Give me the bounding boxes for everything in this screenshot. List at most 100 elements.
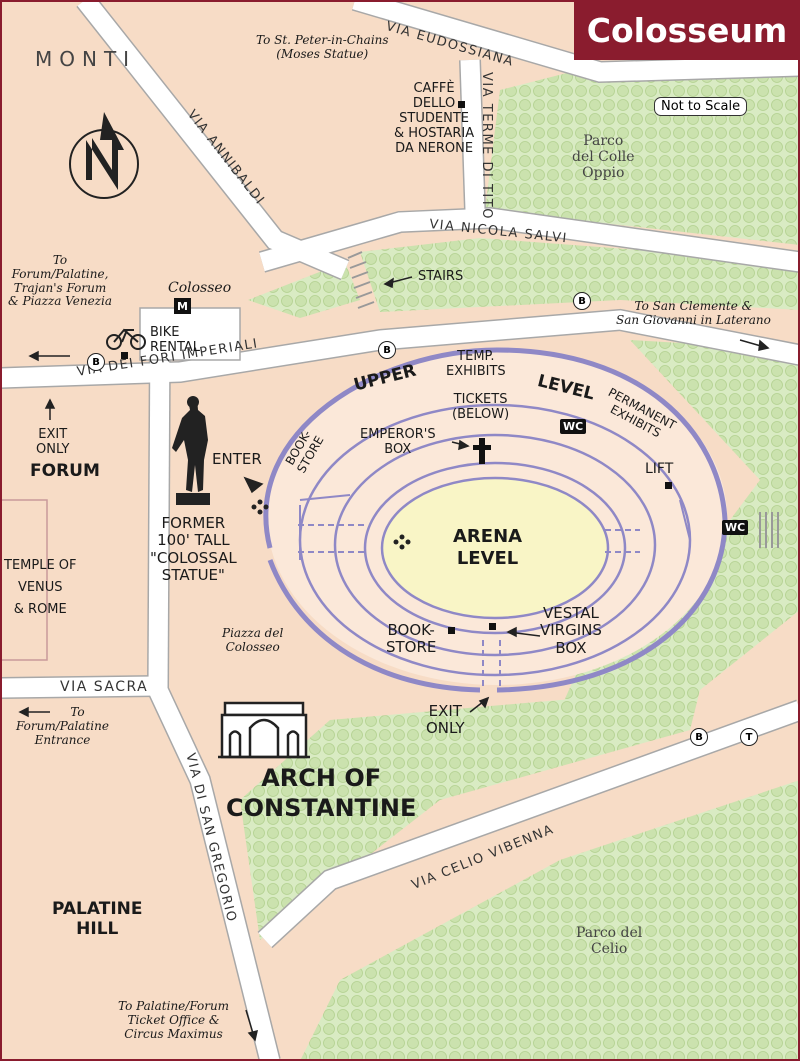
colossal-statue-label: FORMER 100' TALL "COLOSSAL STATUE" <box>150 514 237 584</box>
direction-st-peter-line2: (Moses Statue) <box>276 46 369 61</box>
tram-stop-icon: T <box>740 728 758 746</box>
park-celio-line2: Celio <box>590 941 628 958</box>
exit-only-forum: EXIT ONLY <box>36 427 70 458</box>
neighborhood-monti: MONTI <box>35 47 137 71</box>
street-via-terme-di-tito: VIA TERME DI TITO <box>478 72 494 220</box>
exit-only-colosseum-label: EXIT ONLY <box>426 702 465 738</box>
lift-label: LIFT <box>645 461 674 477</box>
arch-line2: CONSTANTINE <box>226 794 417 822</box>
direction-san-clemente-line2: San Giovanni in Laterano <box>616 312 771 327</box>
bike-rental-line1: BIKE <box>150 325 180 340</box>
bus-stop-icon: B <box>573 292 591 310</box>
exit-only-forum-line1: EXIT <box>38 427 68 442</box>
arch-line1: ARCH OF <box>261 764 382 792</box>
palatine-line2: HILL <box>76 918 119 939</box>
direction-forum-palatine-line1: To <box>52 253 68 267</box>
piazza-line2: Colosseo <box>225 639 280 654</box>
vestal-virgins-box-label: VESTAL VIRGINS BOX <box>540 604 602 657</box>
direction-st-peter: To St. Peter-in-Chains (Moses Statue) <box>256 33 389 62</box>
bike-rental-label: BIKE RENTAL <box>150 325 200 356</box>
colossal-statue-icon <box>172 396 210 505</box>
park-celio <box>300 780 800 1061</box>
temple-line3: & ROME <box>13 602 67 618</box>
park-oppio-line3: Oppio <box>582 165 625 182</box>
piazza-line1: Piazza del <box>222 626 284 640</box>
scale-note: Not to Scale <box>654 97 748 116</box>
arch-of-constantine-label: ARCH OF CONSTANTINE <box>226 763 416 823</box>
emperors-box-line1: EMPEROR'S <box>360 427 436 442</box>
temple-line2: VENUS <box>17 580 63 596</box>
bookstore-lower-line1: BOOK- <box>387 621 435 639</box>
statue-line4: STATUE" <box>161 565 225 584</box>
piazza-del-colosseo-label: Piazza del Colosseo <box>222 626 284 655</box>
direction-forum-entrance-line1: To <box>70 705 85 719</box>
park-arch-strip <box>240 690 700 940</box>
exit-only-colosseum-line2: ONLY <box>426 719 465 738</box>
wc-outer-icon: WC <box>722 520 749 535</box>
bookstore-lower-marker-icon <box>448 627 455 634</box>
arena-level-label: ARENA LEVEL <box>453 526 522 569</box>
bus-stop-icon: B <box>378 341 396 359</box>
palatine-line1: PALATINE <box>52 899 143 919</box>
direction-st-peter-line1: To St. Peter-in-Chains <box>256 33 389 47</box>
statue-line1: FORMER <box>161 514 226 532</box>
caffe-dello-studente: CAFFÈ DELLO STUDENTE & HOSTARIA DA NERON… <box>394 81 475 157</box>
direction-ticket-office-line2: Ticket Office & <box>127 1012 220 1027</box>
vestal-line1: VESTAL <box>543 604 599 622</box>
temp-exhibits-line2: EXHIBITS <box>446 363 506 379</box>
direction-forum-palatine-line3: Trajan's Forum <box>13 280 107 295</box>
park-colle-oppio-label: Parco del Colle Oppio <box>572 133 635 181</box>
bicycle-icon <box>106 328 146 350</box>
tickets-line2: (BELOW) <box>452 406 510 422</box>
metro-station-label: Colosseo <box>168 280 232 296</box>
wc-icon: WC <box>560 419 587 434</box>
statue-line2: 100' TALL <box>157 531 230 550</box>
emperors-box-label: EMPEROR'S BOX <box>360 427 436 458</box>
exit-only-colosseum-line1: EXIT <box>428 702 462 720</box>
temple-line1: TEMPLE OF <box>4 558 77 573</box>
bus-stop-icon: B <box>87 353 105 371</box>
temple-of-venus-area <box>0 499 48 661</box>
statue-line3: "COLOSSAL <box>150 548 237 567</box>
direction-san-clemente-line1: To San Clemente & <box>634 299 753 313</box>
bookstore-lower-line2: STORE <box>386 638 437 657</box>
arch-of-constantine-icon <box>218 701 310 759</box>
direction-forum-palatine: To Forum/Palatine, Trajan's Forum & Piaz… <box>8 253 112 309</box>
arena-line1: ARENA <box>453 526 523 547</box>
caffe-marker-icon <box>458 101 465 108</box>
direction-forum-entrance-line2: Forum/Palatine <box>16 718 109 733</box>
tickets-label: TICKETS (BELOW) <box>452 392 510 423</box>
temple-of-venus-label: TEMPLE OF VENUS & ROME <box>4 555 77 621</box>
enter-label: ENTER <box>212 450 262 468</box>
exit-only-forum-line2: ONLY <box>36 441 70 457</box>
caffe-line3: STUDENTE <box>399 110 469 126</box>
bike-rental-marker-icon <box>121 352 128 359</box>
direction-ticket-office-line3: Circus Maximus <box>124 1026 223 1041</box>
fountain-spray-icon <box>251 499 269 515</box>
stairs-symbol <box>347 251 375 309</box>
park-celio-label: Parco del Celio <box>576 925 642 957</box>
arena-line2: LEVEL <box>456 547 519 569</box>
direction-forum-palatine-line2: Forum/Palatine, <box>11 266 109 281</box>
vestal-line2: VIRGINS <box>540 621 602 640</box>
caffe-line5: DA NERONE <box>395 140 474 156</box>
temp-exhibits-label: TEMP. EXHIBITS <box>446 349 506 380</box>
direction-ticket-office-line1: To Palatine/Forum <box>118 999 230 1013</box>
colosseum-structure <box>263 347 728 693</box>
caffe-line4: & HOSTARIA <box>394 125 475 141</box>
map-title: Colosseum <box>574 0 800 60</box>
wc-stairs-symbol <box>759 512 779 548</box>
palatine-hill-label: PALATINE HILL <box>52 899 143 939</box>
lift-marker-icon <box>665 482 672 489</box>
direction-ticket-office: To Palatine/Forum Ticket Office & Circus… <box>118 999 230 1041</box>
caffe-line1: CAFFÈ <box>413 81 455 96</box>
direction-san-clemente: To San Clemente & San Giovanni in Latera… <box>616 299 771 328</box>
stairs-label: STAIRS <box>418 269 464 284</box>
park-oppio-line1: Parco <box>583 133 624 149</box>
tickets-line1: TICKETS <box>453 392 508 407</box>
direction-forum-palatine-line4: & Piazza Venezia <box>8 294 112 309</box>
street-via-sacra: VIA SACRA <box>60 679 149 695</box>
direction-arrows <box>18 276 770 1042</box>
